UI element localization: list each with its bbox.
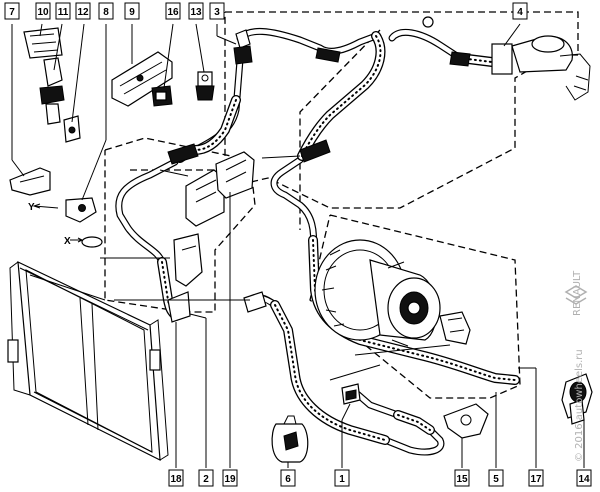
callout-16[interactable]: 16 bbox=[165, 2, 181, 20]
svg-text:6: 6 bbox=[285, 474, 291, 485]
svg-text:9: 9 bbox=[129, 7, 135, 18]
svg-text:13: 13 bbox=[190, 7, 202, 18]
svg-text:7: 7 bbox=[9, 7, 15, 18]
watermark: RENAULT © 2016 autowheels.ru bbox=[564, 270, 588, 462]
callout-18[interactable]: 18 bbox=[168, 469, 184, 487]
compressor bbox=[314, 239, 471, 347]
svg-text:11: 11 bbox=[58, 7, 69, 18]
svg-text:4: 4 bbox=[517, 7, 523, 18]
condenser bbox=[7, 261, 169, 462]
receiver-drier bbox=[491, 43, 513, 75]
svg-text:12: 12 bbox=[77, 7, 89, 18]
callout-5[interactable]: 5 bbox=[488, 469, 504, 487]
view-label-y: Y bbox=[28, 202, 35, 213]
svg-text:18: 18 bbox=[170, 474, 182, 485]
callout-9[interactable]: 9 bbox=[124, 2, 140, 20]
callout-13[interactable]: 13 bbox=[188, 2, 204, 20]
refrigerant-hoses bbox=[157, 31, 520, 445]
callout-6[interactable]: 6 bbox=[280, 469, 296, 487]
watermark-text: © 2016 autowheels.ru bbox=[574, 349, 585, 462]
callout-7[interactable]: 7 bbox=[4, 2, 20, 20]
svg-text:14: 14 bbox=[578, 474, 590, 485]
leader-lines bbox=[11, 23, 585, 468]
callout-17[interactable]: 17 bbox=[528, 469, 544, 487]
callout-3[interactable]: 3 bbox=[209, 2, 225, 20]
callout-10[interactable]: 10 bbox=[35, 2, 51, 20]
dashed-groups bbox=[104, 11, 579, 399]
svg-text:8: 8 bbox=[103, 7, 109, 18]
brand-logo-icon bbox=[564, 285, 588, 305]
svg-text:19: 19 bbox=[224, 474, 236, 485]
callout-12[interactable]: 12 bbox=[75, 2, 91, 20]
components bbox=[9, 16, 593, 463]
callout-2[interactable]: 2 bbox=[198, 469, 214, 487]
svg-text:17: 17 bbox=[530, 474, 542, 485]
callout-19[interactable]: 19 bbox=[222, 469, 238, 487]
refrigerant-pipes bbox=[115, 27, 464, 456]
view-label-x: X bbox=[64, 236, 71, 247]
svg-text:5: 5 bbox=[493, 474, 499, 485]
callout-15[interactable]: 15 bbox=[454, 469, 470, 487]
svg-text:15: 15 bbox=[456, 474, 468, 485]
svg-text:2: 2 bbox=[203, 474, 209, 485]
callouts: 10 11 12 7 8 9 16 13 3 4 18 2 19 6 1 15 … bbox=[4, 2, 592, 487]
svg-text:1: 1 bbox=[339, 474, 345, 485]
svg-text:3: 3 bbox=[214, 7, 220, 18]
svg-text:16: 16 bbox=[167, 7, 179, 18]
callout-1[interactable]: 1 bbox=[334, 469, 350, 487]
pipe-section-x bbox=[81, 236, 103, 248]
svg-text:10: 10 bbox=[37, 7, 49, 18]
callout-4[interactable]: 4 bbox=[512, 2, 528, 20]
callout-8[interactable]: 8 bbox=[98, 2, 114, 20]
watermark-brand: RENAULT bbox=[572, 270, 583, 316]
callout-14[interactable]: 14 bbox=[576, 469, 592, 487]
view-markers: X Y bbox=[28, 202, 71, 247]
callout-11[interactable]: 11 bbox=[55, 2, 71, 20]
